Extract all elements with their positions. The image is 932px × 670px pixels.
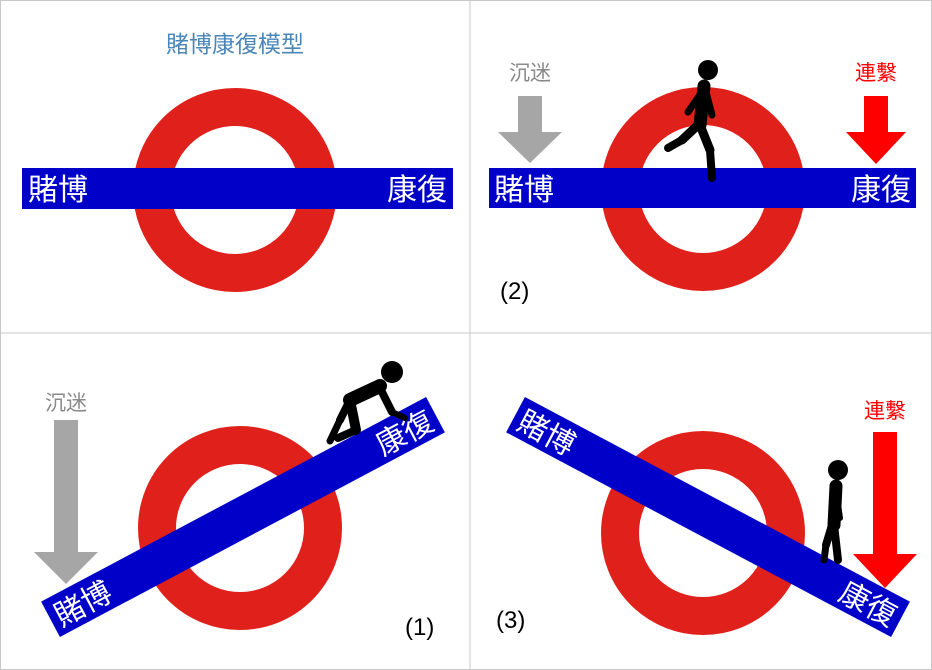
bar-label-gambling: 賭博: [494, 173, 554, 208]
ring: [138, 426, 342, 630]
panel-model: 賭博康復模型 賭博 康復: [22, 32, 453, 292]
ring: [601, 431, 805, 635]
bar-label-recovery: 康復: [387, 173, 447, 208]
bar-label-recovery: 康復: [851, 173, 911, 208]
panel-caption: (2): [500, 278, 529, 305]
panel-tilted-to-gambling: 賭博 康復 沉迷 (1): [34, 361, 445, 641]
addiction-arrow: [34, 420, 98, 584]
crawling-person-icon: [326, 361, 408, 445]
addiction-arrow: [498, 96, 562, 163]
panel-tilted-to-recovery: 賭博 康復 連繫 (3): [496, 396, 917, 638]
balance-bar: [489, 168, 916, 208]
panel-caption: (1): [405, 614, 434, 641]
balance-bar: [506, 396, 910, 638]
force-label-connection: 連繫: [864, 399, 906, 423]
panel-balanced: 賭博 康復 沉迷 連繫 (2): [489, 60, 916, 305]
connection-arrow: [853, 432, 917, 588]
force-label-addiction: 沉迷: [509, 61, 551, 85]
running-person-icon: [664, 60, 718, 182]
bar-label-gambling: 賭博: [28, 173, 88, 208]
force-label-addiction: 沉迷: [45, 391, 87, 415]
panel-caption: (3): [496, 607, 525, 634]
walking-person-icon: [820, 460, 848, 564]
balance-bar: [22, 168, 453, 209]
diagram-title: 賭博康復模型: [166, 32, 304, 58]
force-label-connection: 連繫: [855, 61, 897, 85]
connection-arrow: [846, 96, 906, 164]
balance-bar: [41, 396, 445, 638]
